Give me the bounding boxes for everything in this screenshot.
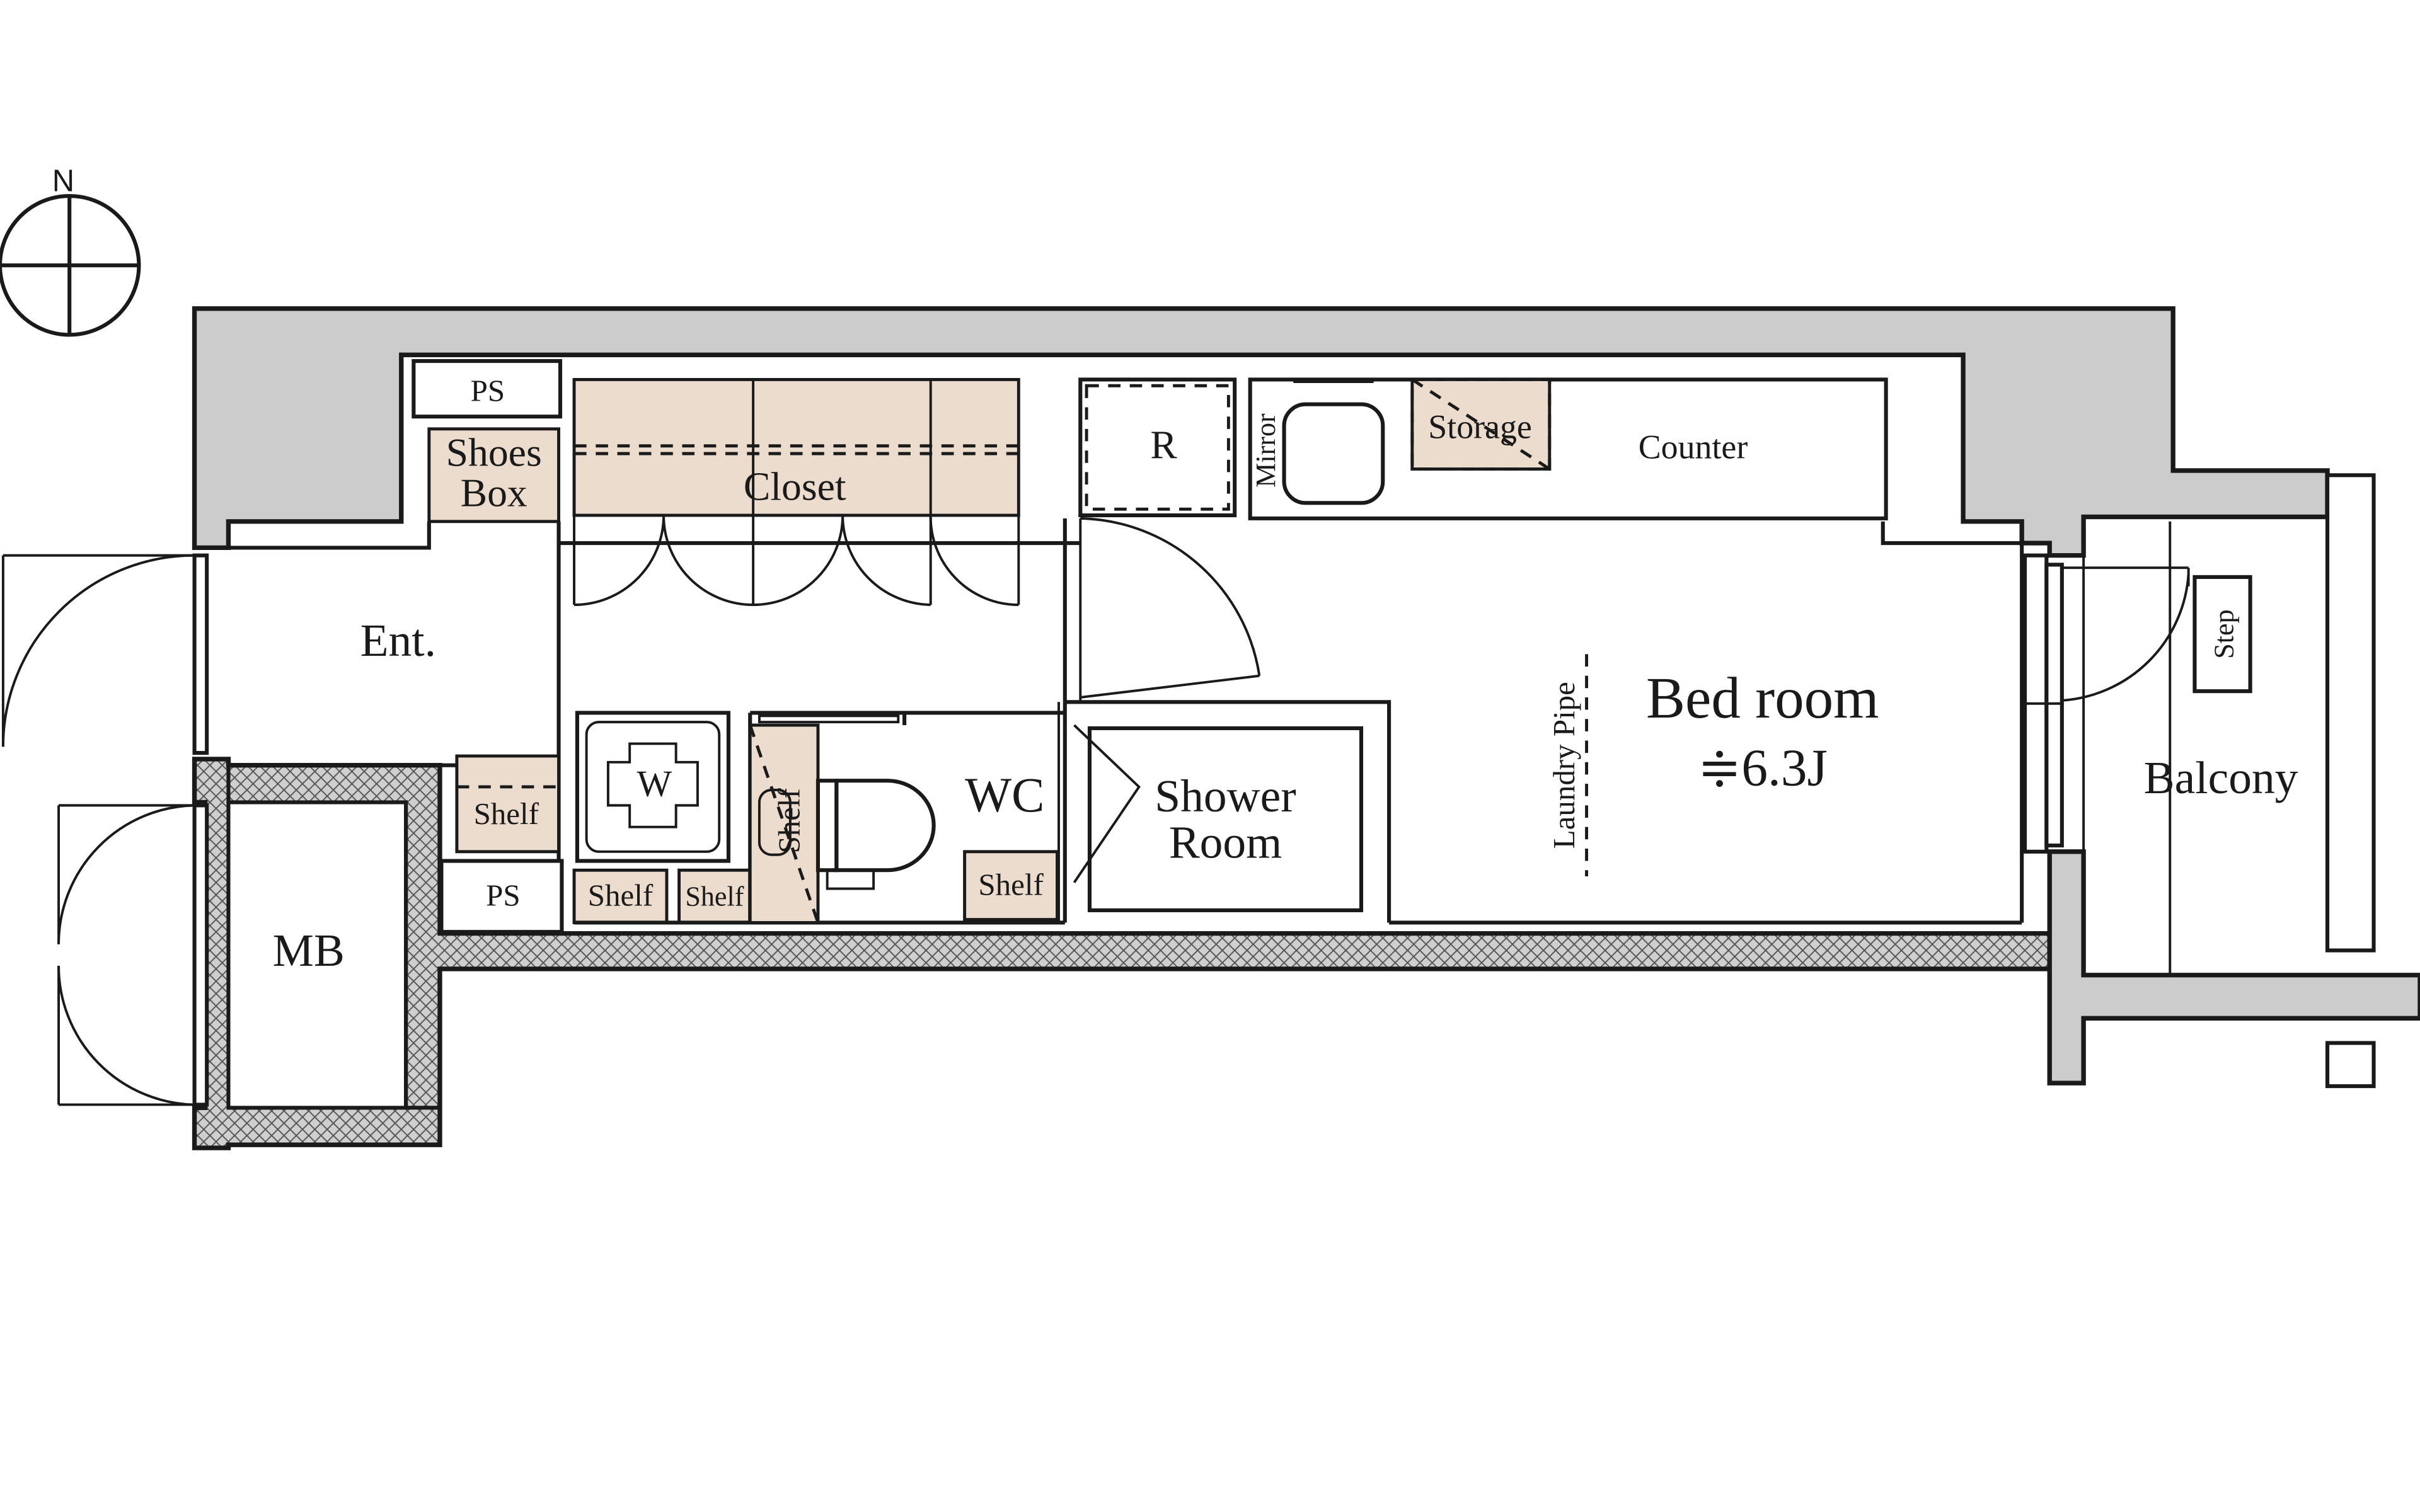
bedroom-area-label: ≑6.3J [1698,740,1828,798]
shelf-entry-label: Shelf [474,796,539,831]
closet [572,378,1020,606]
step [2192,575,2252,694]
mb-double-door-icon [57,803,209,1107]
washer-label: W [637,764,672,805]
toilet-icon [758,779,936,890]
bedroom-label: Bed room [1646,666,1879,731]
refrigerator-label: R [1150,422,1177,467]
exterior-wall-east [2047,849,2420,1085]
ps-top-label: PS [471,374,505,408]
north-compass-icon: N [0,164,141,337]
kitchen-counter [1248,377,1888,520]
wc-label: WC [965,767,1044,822]
shoes-box-label-1: Shoes [446,430,542,475]
shoes-box [427,427,560,524]
counter-label: Counter [1639,428,1748,466]
mb-room [226,800,408,1110]
mirror-label: Mirror [1250,413,1281,488]
mb-label: MB [273,925,345,976]
refrigerator [1078,377,1237,518]
ps-bottom [439,859,564,934]
washer [575,711,730,863]
closet-label: Closet [744,464,846,508]
entrance-label: Ent. [360,615,436,666]
shower-room-label-2: Room [1169,817,1282,868]
shelf-entry [455,754,560,854]
shelf-2-label: Shelf [685,881,744,912]
entrance-door-icon [1,553,209,755]
shower-room [1064,700,1392,923]
sink-icon [1282,402,1385,505]
laundry-pipe-label: Laundry Pipe [1547,682,1581,849]
shelf-1-label: Shelf [588,878,654,913]
shelf-wc-label: Shelf [978,867,1044,902]
shower-room-label-1: Shower [1155,770,1296,822]
ps-bottom-label: PS [486,878,520,913]
shoes-box-label-2: Box [461,470,527,515]
balcony-label: Balcony [2144,752,2298,803]
north-label: N [52,164,74,198]
hall-door-icon [1063,517,1261,702]
balcony [2082,473,2376,1089]
shelf-1 [572,868,669,924]
shelf-wc [963,850,1059,922]
storage-label: Storage [1428,408,1532,446]
balcony-window-icon [2023,553,2190,854]
shelf-2 [677,868,752,924]
step-label: Step [2209,609,2240,658]
ps-top [412,359,563,419]
